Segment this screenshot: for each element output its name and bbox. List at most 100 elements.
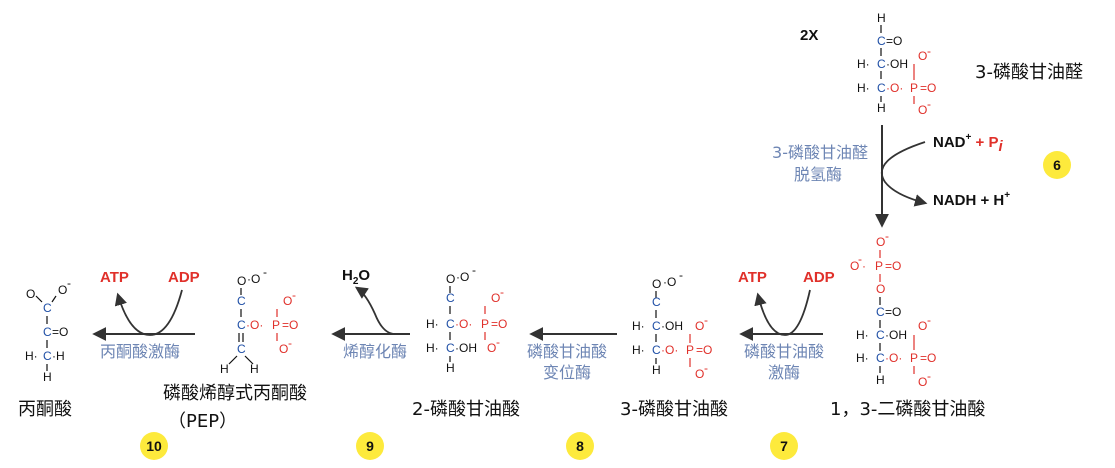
multiplier-label: 2X [800, 27, 818, 44]
svg-text:O: O [918, 375, 927, 389]
svg-text:C: C [876, 351, 885, 365]
svg-text:C: C [652, 295, 661, 309]
svg-text:C: C [876, 328, 885, 342]
enzyme-gapdh-line1: 3-磷酸甘油醛 [772, 143, 868, 162]
svg-text:C: C [876, 305, 885, 319]
svg-text:7: 7 [780, 438, 788, 454]
svg-text:·: · [862, 259, 866, 273]
step-badge-8 [566, 432, 594, 460]
svg-text:H·: H· [856, 351, 869, 365]
svg-text:H: H [446, 361, 455, 375]
svg-text:P: P [910, 81, 918, 95]
pyruvate-structure: O O - C C =O H· C ·H H [25, 276, 71, 384]
enzyme-pgm-line1: 磷酸甘油酸 [527, 342, 607, 361]
enzyme-gapdh-line2: 脱氢酶 [794, 165, 842, 184]
svg-text:O: O [850, 259, 859, 273]
svg-text:-: - [927, 313, 931, 327]
svg-text:O: O [283, 294, 292, 308]
svg-text:-: - [292, 288, 296, 302]
pg2-structure: O ·O - C O - H· C ·O· P =O O - H· C ·OH … [426, 263, 507, 375]
svg-text:=O: =O [696, 343, 712, 357]
svg-text:O: O [446, 272, 455, 286]
svg-text:P: P [910, 351, 918, 365]
svg-text:P: P [875, 259, 883, 273]
step10-curved-arrow [114, 289, 183, 336]
bpg13-name: 1，3-二磷酸甘油酸 [830, 399, 985, 420]
svg-text:C: C [43, 349, 52, 363]
svg-text:O: O [695, 319, 704, 333]
svg-text:O: O [58, 283, 67, 297]
svg-text:·O·: ·O· [455, 317, 472, 331]
svg-text:-: - [679, 268, 683, 282]
svg-text:H·: H· [632, 319, 645, 333]
svg-text:=O: =O [885, 259, 901, 273]
svg-text:-: - [704, 313, 708, 327]
pep-structure: O ·O - C O - C ·O· P =O O - C H H [220, 265, 298, 376]
g3p-structure: H C =O H· C ·OH O - H· C ·O· P =O O - H [857, 11, 936, 117]
svg-text:H: H [220, 362, 229, 376]
svg-text:·OH: ·OH [886, 57, 908, 71]
svg-text:O: O [876, 282, 885, 296]
svg-text:C: C [237, 342, 246, 356]
svg-text:=O: =O [282, 318, 298, 332]
cofactor-adp-7: ADP [803, 269, 835, 286]
svg-text:=O: =O [52, 325, 68, 339]
svg-text:C: C [446, 291, 455, 305]
cofactor-nadh: NADH + H+ [933, 190, 1010, 209]
svg-text:C: C [43, 325, 52, 339]
svg-text:O: O [695, 367, 704, 381]
svg-text:=O: =O [491, 317, 507, 331]
svg-text:P: P [686, 343, 694, 357]
svg-text:-: - [263, 265, 267, 279]
svg-text:O: O [918, 49, 927, 63]
pep-name-line1: 磷酸烯醇式丙酮酸 [163, 383, 307, 404]
svg-text:-: - [500, 285, 504, 299]
step-badge-6 [1043, 151, 1071, 179]
svg-text:H: H [43, 370, 52, 384]
svg-text:9: 9 [366, 438, 374, 454]
svg-text:-: - [704, 361, 708, 375]
svg-text:O: O [26, 287, 35, 301]
svg-text:-: - [927, 44, 931, 58]
svg-text:O: O [918, 319, 927, 333]
svg-text:-: - [472, 263, 476, 277]
svg-text:·OH: ·OH [885, 328, 907, 342]
svg-text:H: H [877, 11, 886, 25]
svg-text:-: - [885, 229, 889, 243]
pyruvate-name: 丙酮酸 [18, 399, 72, 420]
svg-text:·O·: ·O· [886, 81, 903, 95]
svg-text:O: O [487, 341, 496, 355]
cofactor-atp-10: ATP [100, 269, 129, 286]
svg-text:=O: =O [885, 305, 901, 319]
svg-text:-: - [927, 97, 931, 111]
svg-text:·O·: ·O· [661, 343, 678, 357]
svg-text:·H: ·H [52, 349, 65, 363]
svg-text:·O·: ·O· [246, 318, 263, 332]
svg-text:·O·: ·O· [885, 351, 902, 365]
svg-text:-: - [927, 369, 931, 383]
svg-text:O: O [279, 342, 288, 356]
svg-text:C: C [237, 318, 246, 332]
svg-text:H: H [250, 362, 259, 376]
svg-text:H·: H· [857, 57, 870, 71]
step-badge-9 [356, 432, 384, 460]
svg-text:O: O [918, 103, 927, 117]
g3p-name: 3-磷酸甘油醛 [975, 62, 1083, 83]
svg-text:C: C [877, 57, 886, 71]
svg-text:·O: ·O [663, 275, 676, 289]
svg-text:·OH: ·OH [661, 319, 683, 333]
enzyme-pk: 丙酮酸激酶 [100, 342, 180, 361]
step9-curved-arrow [354, 286, 396, 335]
bpg13-structure: O - O - · P =O O C =O H· C ·OH O - H· C … [850, 229, 936, 389]
pg3-name: 3-磷酸甘油酸 [620, 399, 728, 420]
svg-text:·O: ·O [247, 272, 260, 286]
svg-text:C: C [43, 301, 52, 315]
pep-name-line2: （PEP） [168, 411, 237, 432]
cofactor-adp-10: ADP [168, 269, 200, 286]
step-badge-10 [140, 432, 168, 460]
svg-text:O: O [491, 291, 500, 305]
svg-text:6: 6 [1053, 157, 1061, 173]
enzyme-pgm-line2: 变位酶 [543, 363, 591, 382]
step6-curved-arrow [880, 141, 928, 207]
